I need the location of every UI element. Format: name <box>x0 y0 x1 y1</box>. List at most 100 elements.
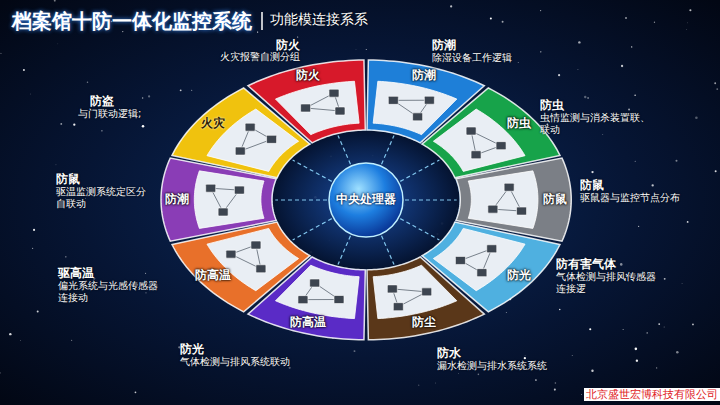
device-wire <box>302 283 338 300</box>
function-note: 虫情监测与消杀装置联、 联动 <box>540 112 656 136</box>
dashed-connector <box>293 160 332 181</box>
dashed-connector <box>338 135 350 164</box>
star <box>57 43 59 45</box>
star <box>33 229 35 231</box>
star <box>716 88 718 90</box>
segment-label: 防高温 <box>290 317 326 330</box>
device-icon <box>425 96 435 104</box>
ring-segment: 火灾 <box>172 88 310 178</box>
star <box>558 74 560 76</box>
star <box>591 171 593 173</box>
star <box>635 161 636 162</box>
star <box>502 21 504 23</box>
star <box>9 333 11 335</box>
star <box>524 355 526 357</box>
dashed-connector <box>338 236 350 265</box>
function-note: 防虫 <box>540 98 564 112</box>
star <box>623 329 624 330</box>
device-icon <box>297 296 307 304</box>
star <box>142 125 145 128</box>
star <box>354 350 356 352</box>
star <box>435 382 437 384</box>
star <box>257 31 258 32</box>
star <box>148 95 150 97</box>
star <box>0 53 1 54</box>
star <box>55 164 57 166</box>
segment-label: 防虫 <box>507 117 531 130</box>
star <box>584 96 586 98</box>
star <box>664 278 666 280</box>
device-icon <box>456 257 466 265</box>
device-wire <box>393 100 429 117</box>
dashed-connector <box>405 199 457 200</box>
star <box>692 323 694 325</box>
function-note: 防潮 <box>432 38 456 52</box>
device-icon <box>477 269 487 277</box>
star <box>23 69 25 71</box>
star <box>675 160 677 162</box>
function-note: 驱温监测系统定区分 自联动 <box>56 186 152 210</box>
star <box>663 326 665 328</box>
star <box>676 351 679 354</box>
device-icon <box>466 127 476 135</box>
star <box>145 292 146 293</box>
subtitle: 功能模连接系系 <box>270 11 368 28</box>
function-note: 火灾报警自测分组 <box>220 51 300 63</box>
dashed-connector <box>293 219 332 240</box>
star <box>478 374 480 376</box>
star <box>689 9 691 11</box>
star <box>695 116 698 119</box>
star <box>631 46 632 47</box>
device-icon <box>234 186 244 194</box>
segment-band <box>248 257 365 340</box>
star <box>19 340 21 342</box>
device-icon <box>335 107 345 115</box>
segment-label: 防火 <box>296 70 320 83</box>
star <box>135 391 137 393</box>
star <box>30 93 32 95</box>
star <box>191 90 192 91</box>
star <box>635 348 638 351</box>
star <box>602 134 604 136</box>
star <box>652 184 654 186</box>
device-icon <box>387 285 397 293</box>
star <box>636 359 638 361</box>
device-icon <box>235 147 245 155</box>
segment-label: 防光 <box>507 270 531 283</box>
star <box>687 221 689 223</box>
device-icon <box>218 208 228 216</box>
page-title: 档案馆十防一体化监控系统 <box>12 8 252 35</box>
star <box>145 273 146 274</box>
star <box>647 332 648 333</box>
central-processor: 中央处理器 <box>328 162 404 238</box>
star <box>87 81 88 82</box>
star <box>571 354 573 356</box>
star <box>589 328 591 330</box>
star <box>625 17 627 19</box>
title-separator <box>261 12 263 30</box>
device-panel <box>373 265 457 318</box>
device-icon <box>413 113 423 121</box>
device-icon <box>496 141 506 149</box>
star <box>638 226 639 227</box>
segment-label: 防尘 <box>412 317 436 330</box>
star <box>714 82 716 84</box>
star <box>687 22 689 24</box>
device-icon <box>251 241 261 249</box>
function-note: 防盗 <box>90 94 114 108</box>
device-icon <box>300 104 310 112</box>
device-icon <box>488 206 498 214</box>
device-icon <box>309 279 319 287</box>
segment-label: 防高温 <box>195 270 231 283</box>
function-note: 与门联动逻辑; <box>78 108 141 120</box>
dashed-connector <box>400 160 439 181</box>
star <box>32 248 33 249</box>
star <box>517 62 519 64</box>
star <box>654 22 655 23</box>
star <box>656 367 657 368</box>
function-note: 气体检测与排风系统联动 <box>180 356 290 368</box>
segment-shape <box>172 88 310 178</box>
star <box>621 65 623 67</box>
star <box>686 28 688 30</box>
dashed-connector <box>382 135 394 164</box>
